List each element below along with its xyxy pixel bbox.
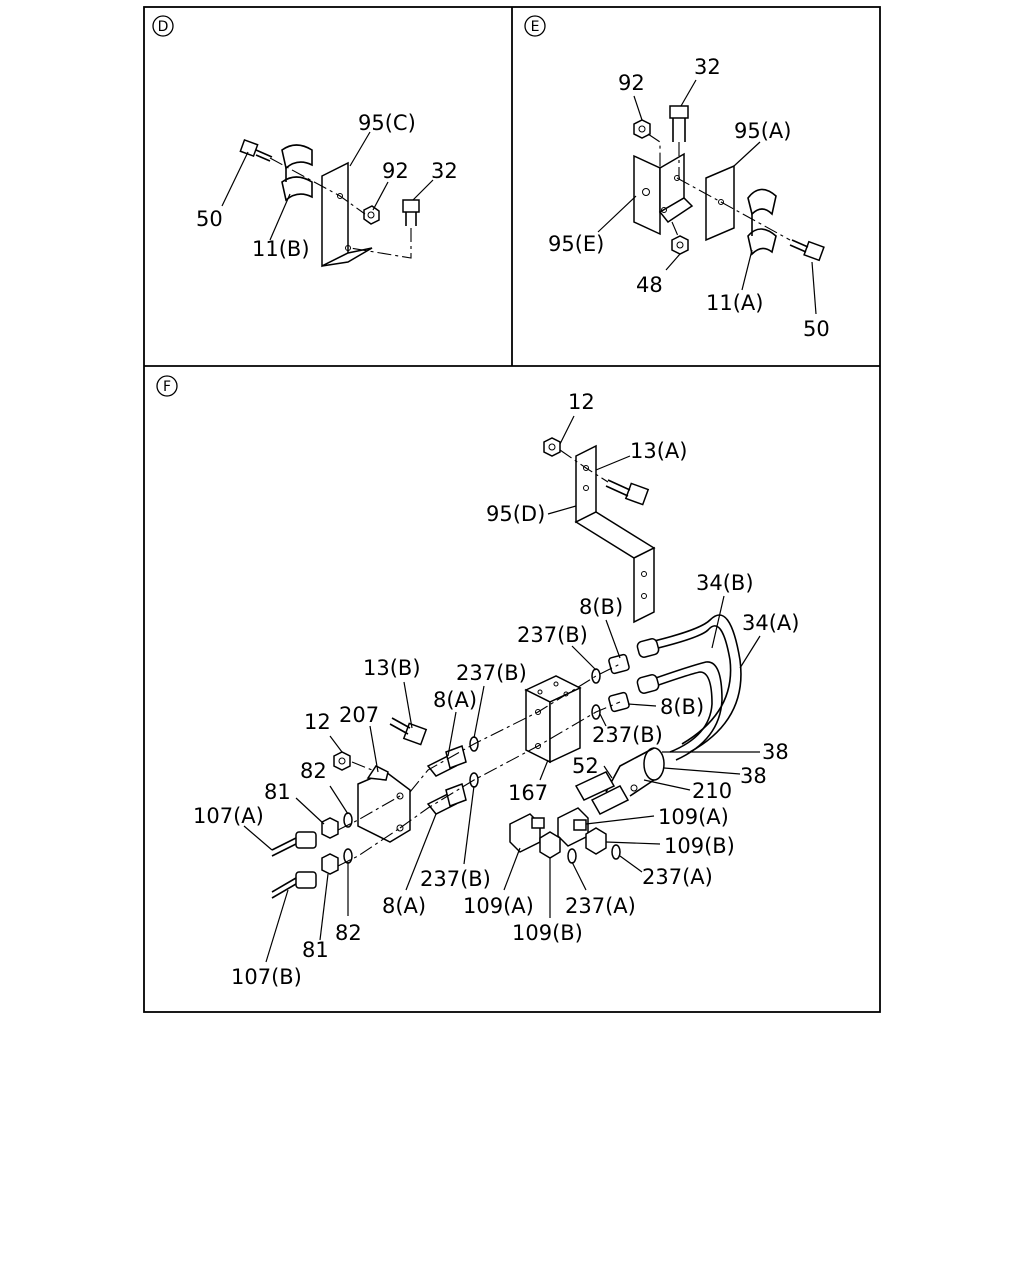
label-f-107b: 107(B) xyxy=(231,965,302,989)
label-f-207: 207 xyxy=(339,703,379,727)
pipe-107a-icon xyxy=(271,831,317,857)
label-f-8b-right: 8(B) xyxy=(660,695,704,719)
washer-237a-right-icon xyxy=(611,844,621,860)
label-f-237b-mid: 237(B) xyxy=(456,661,527,685)
washer-237a-bot-icon xyxy=(567,848,577,864)
hose-34b-icon xyxy=(649,614,742,753)
label-f-12a: 12 xyxy=(568,390,595,414)
fitting-8b-top-icon xyxy=(608,653,630,675)
clip-11b-icon xyxy=(281,144,313,170)
bolt-13b-icon xyxy=(389,717,428,746)
fitting-8a-bot-icon xyxy=(426,783,467,815)
panel-marker-f: F xyxy=(156,375,178,397)
label-f-8a-top: 8(A) xyxy=(433,688,477,712)
panel-d-parts: 95(C) 92 32 50 11(B) xyxy=(196,111,458,268)
label-d-32: 32 xyxy=(431,159,458,183)
label-f-237b-right: 237(B) xyxy=(592,723,663,747)
panel-marker-f-text: F xyxy=(163,379,171,395)
nut-48-icon xyxy=(671,235,689,255)
label-f-13a: 13(A) xyxy=(630,439,687,463)
fitting-109b-right-icon xyxy=(585,827,607,855)
fitting-8a-top-icon xyxy=(426,745,467,777)
nut-12-top-icon xyxy=(543,437,561,457)
nut-92e-icon xyxy=(633,119,651,139)
label-f-109b-bot: 109(B) xyxy=(512,921,583,945)
nut-81-bot-icon xyxy=(321,853,339,875)
bolt-50e-icon xyxy=(789,239,825,262)
clip-11a-icon xyxy=(747,188,777,216)
hose-34a-icon xyxy=(649,661,723,761)
label-d-11b: 11(B) xyxy=(252,237,310,261)
bracket-95c-foot xyxy=(321,247,373,267)
label-f-8a-bot: 8(A) xyxy=(382,894,426,918)
spacer-95a-icon xyxy=(705,164,735,242)
label-f-81-top: 81 xyxy=(264,780,291,804)
panel-f-parts: 12 13(A) 95(D) 34(B) 34(A) 8(B) 237(B) 1… xyxy=(193,390,799,989)
bracket-95d-icon xyxy=(575,444,597,524)
panel-marker-e: E xyxy=(524,15,546,37)
nut-92-icon xyxy=(363,205,380,225)
bracket-207-icon xyxy=(357,765,411,843)
elbow-109a-right-icon xyxy=(557,807,589,847)
label-e-95e: 95(E) xyxy=(548,232,604,256)
nut-81-top-icon xyxy=(321,817,339,839)
label-f-95d: 95(D) xyxy=(486,502,545,526)
fitting-109b-bot-icon xyxy=(539,831,561,859)
label-f-237b-top: 237(B) xyxy=(517,623,588,647)
label-f-38b: 38 xyxy=(740,764,767,788)
label-e-50: 50 xyxy=(803,317,830,341)
pipe-107b-icon xyxy=(271,871,317,899)
label-f-237b-bot: 237(B) xyxy=(420,867,491,891)
label-f-210: 210 xyxy=(692,779,732,803)
label-f-109a-right: 109(A) xyxy=(658,805,729,829)
label-f-34b: 34(B) xyxy=(696,571,754,595)
label-f-82-top: 82 xyxy=(300,759,327,783)
label-d-50: 50 xyxy=(196,207,223,231)
washer-237b-top-icon xyxy=(591,668,601,684)
label-f-167: 167 xyxy=(508,781,548,805)
bolt-13a-icon xyxy=(605,479,650,506)
label-f-38a: 38 xyxy=(762,740,789,764)
label-f-81-bot: 81 xyxy=(302,938,329,962)
panel-marker-d-text: D xyxy=(158,19,169,35)
block-167-icon xyxy=(524,675,582,764)
label-f-82-bot: 82 xyxy=(335,921,362,945)
label-f-107a: 107(A) xyxy=(193,804,264,828)
label-f-8b-top: 8(B) xyxy=(579,595,623,619)
label-d-92: 92 xyxy=(382,159,409,183)
label-f-237a-right: 237(A) xyxy=(642,865,713,889)
bracket-95c-icon xyxy=(321,161,349,268)
label-d-95c: 95(C) xyxy=(358,111,416,135)
label-e-48: 48 xyxy=(636,273,663,297)
label-f-237a-bot: 237(A) xyxy=(565,894,636,918)
label-e-92: 92 xyxy=(618,71,645,95)
label-f-109b-right: 109(B) xyxy=(664,834,735,858)
label-f-109a-bot: 109(A) xyxy=(463,894,534,918)
label-e-95a: 95(A) xyxy=(734,119,791,143)
label-f-12b: 12 xyxy=(304,710,331,734)
panel-marker-e-text: E xyxy=(531,19,540,35)
manifold-210-icon xyxy=(574,747,665,815)
bolt-32-icon xyxy=(402,199,420,226)
label-e-32: 32 xyxy=(694,55,721,79)
label-f-13b: 13(B) xyxy=(363,656,421,680)
elbow-109a-bot-icon xyxy=(509,813,545,853)
panel-e-parts: 92 32 95(A) 95(E) 48 11(A) 50 xyxy=(548,55,830,341)
panel-frames xyxy=(143,6,881,1013)
bolt-32e-icon xyxy=(669,105,689,142)
label-f-34a: 34(A) xyxy=(742,611,799,635)
nut-12-left-icon xyxy=(333,751,351,771)
label-e-11a: 11(A) xyxy=(706,291,763,315)
label-f-52: 52 xyxy=(572,754,599,778)
panel-marker-d: D xyxy=(152,15,174,37)
